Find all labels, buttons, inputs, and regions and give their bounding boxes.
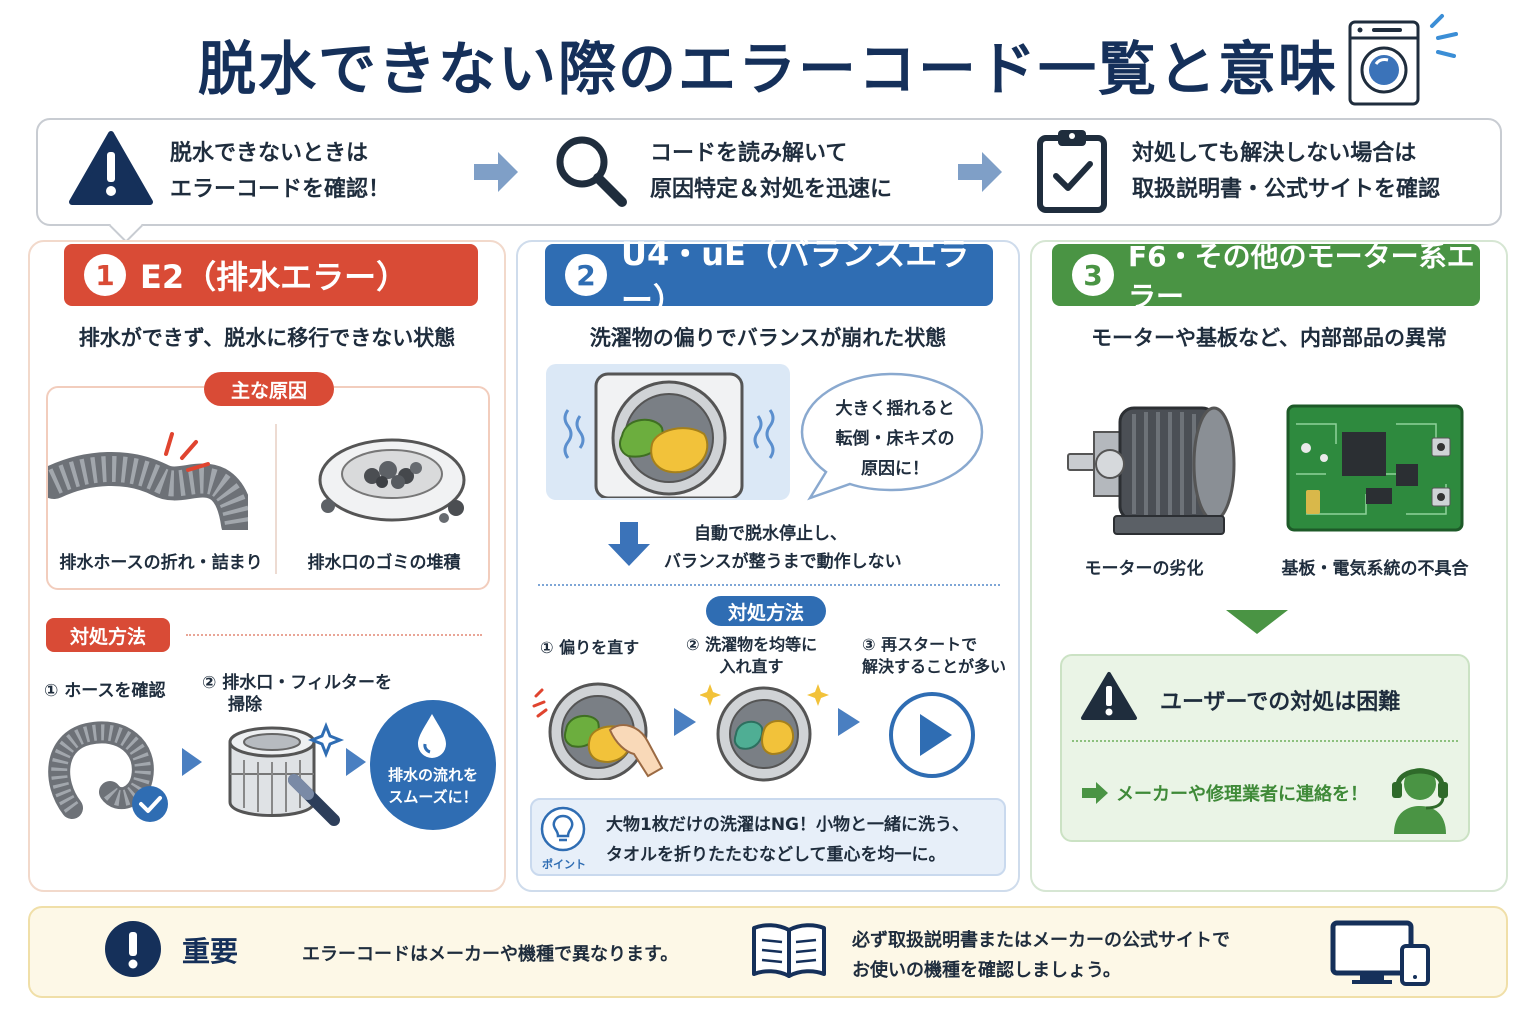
f6-header: 3 F6・その他のモーター系エラー [1052, 240, 1480, 313]
u4-point-box [530, 798, 1006, 876]
f6-heading: F6・その他のモーター系エラー [1128, 240, 1475, 313]
intro-step1: 脱水できないときはエラーコードを確認！ [170, 141, 391, 202]
warning-icon [1081, 672, 1137, 720]
clogged-drain-icon [318, 438, 466, 523]
intro-step3: 対処しても解決しない場合は取扱説明書・公式サイトを確認 [1132, 141, 1441, 202]
warning-icon [69, 131, 153, 205]
restart-play-button-icon[interactable] [886, 690, 978, 780]
arrow-right-icon [182, 748, 202, 776]
intro-bar [36, 118, 1502, 243]
e2-heading: E2（排水エラー） [140, 258, 409, 296]
u4-header: 2 U4・uE（バランスエラー） [545, 235, 993, 319]
f6-warning-box [1060, 654, 1470, 842]
arrow-right-icon [474, 152, 518, 192]
e2-number: 1 [84, 254, 126, 296]
e2-causes-label: 主な原因 [204, 372, 334, 406]
f6-contact: メーカーや修理業者に連絡を！ [1116, 784, 1368, 805]
kinked-hose-icon [48, 432, 248, 530]
u4-point-label: ポイント [542, 858, 586, 871]
drain-filter-icon [228, 721, 345, 826]
motor-icon [1067, 406, 1236, 535]
f6-item1: モーターの劣化 [1084, 559, 1204, 579]
e2-cause2: 排水口のゴミの堆積 [307, 553, 461, 573]
intro-step2: コードを読み解いて原因特定＆対処を迅速に [650, 141, 893, 202]
vibration-lines-icon [1430, 14, 1458, 58]
coiled-hose-icon [48, 721, 168, 822]
arrow-right-icon [346, 748, 366, 776]
f6-warning: ユーザーでの対処は困難 [1160, 690, 1401, 715]
u4-summary: 洗濯物の偏りでバランスが崩れた状態 [589, 326, 947, 350]
open-book-icon [752, 923, 826, 978]
e2-header: 1 E2（排水エラー） [64, 244, 478, 306]
f6-number: 3 [1072, 254, 1114, 296]
arrow-down-icon [608, 522, 650, 566]
u4-fix-label: 対処方法 [706, 596, 826, 626]
important-text2: 必ず取扱説明書またはメーカーの公式サイトでお使いの機種を確認しましょう。 [852, 930, 1230, 981]
divider [538, 584, 1000, 586]
support-agent-icon [1392, 768, 1448, 834]
e2-fix1: ① ホースを確認 [44, 681, 166, 701]
speech-bubble [800, 372, 984, 501]
divider [186, 634, 482, 636]
important-label: 重要 [182, 935, 239, 968]
magnifier-icon [556, 136, 627, 207]
u4-point: 大物1枚だけの洗濯はNG！小物と一緒に洗う、タオルを折りたたむなどして重心を均一… [606, 815, 970, 865]
monitor-phone-icon [1330, 920, 1430, 986]
panel-u4 [516, 240, 1020, 892]
balanced-laundry-icon [700, 684, 829, 782]
washing-machine-icon [1348, 20, 1420, 106]
clipboard-check-icon [1037, 130, 1107, 213]
exclamation-icon [105, 921, 161, 977]
e2-result: 排水の流れをスムーズに！ [387, 766, 478, 806]
u4-bubble: 大きく揺れると転倒・床キズの原因に！ [835, 399, 955, 479]
arrow-right-icon [958, 152, 1002, 192]
u4-fix2: ② 洗濯物を均等に入れ直す [686, 635, 818, 676]
divider [1072, 740, 1458, 742]
e2-fix-label: 対処方法 [46, 618, 170, 652]
u4-fix3: ③ 再スタートで解決することが多い [862, 635, 1007, 676]
u4-number: 2 [565, 254, 607, 296]
shaking-washer-icon [563, 372, 775, 498]
e2-cause1: 排水ホースの折れ・詰まり [59, 553, 263, 573]
divider [275, 424, 277, 574]
circuit-board-icon [1286, 404, 1464, 532]
lightbulb-icon [540, 806, 586, 852]
u4-fix1: ① 偏りを直す [540, 638, 640, 657]
u4-heading: U4・uE（バランスエラー） [621, 235, 970, 319]
fixing-laundry-icon [532, 682, 664, 780]
e2-fix2: ② 排水口・フィルターを掃除 [202, 673, 392, 715]
arrow-down-icon [1226, 610, 1288, 634]
page-title: 脱水できない際のエラーコード一覧と意味 [197, 35, 1338, 103]
water-drop-icon [418, 714, 446, 758]
arrow-right-icon [1082, 782, 1108, 804]
e2-summary: 排水ができず、脱水に移行できない状態 [78, 326, 456, 350]
arrow-right-icon [838, 708, 860, 736]
arrow-right-icon [674, 708, 696, 736]
important-text1: エラーコードはメーカーや機種で異なります。 [302, 944, 679, 965]
f6-item2: 基板・電気系統の不具合 [1281, 559, 1469, 579]
f6-summary: モーターや基板など、内部部品の異常 [1091, 326, 1447, 350]
u4-auto: 自動で脱水停止し、バランスが整うまで動作しない [664, 524, 902, 572]
